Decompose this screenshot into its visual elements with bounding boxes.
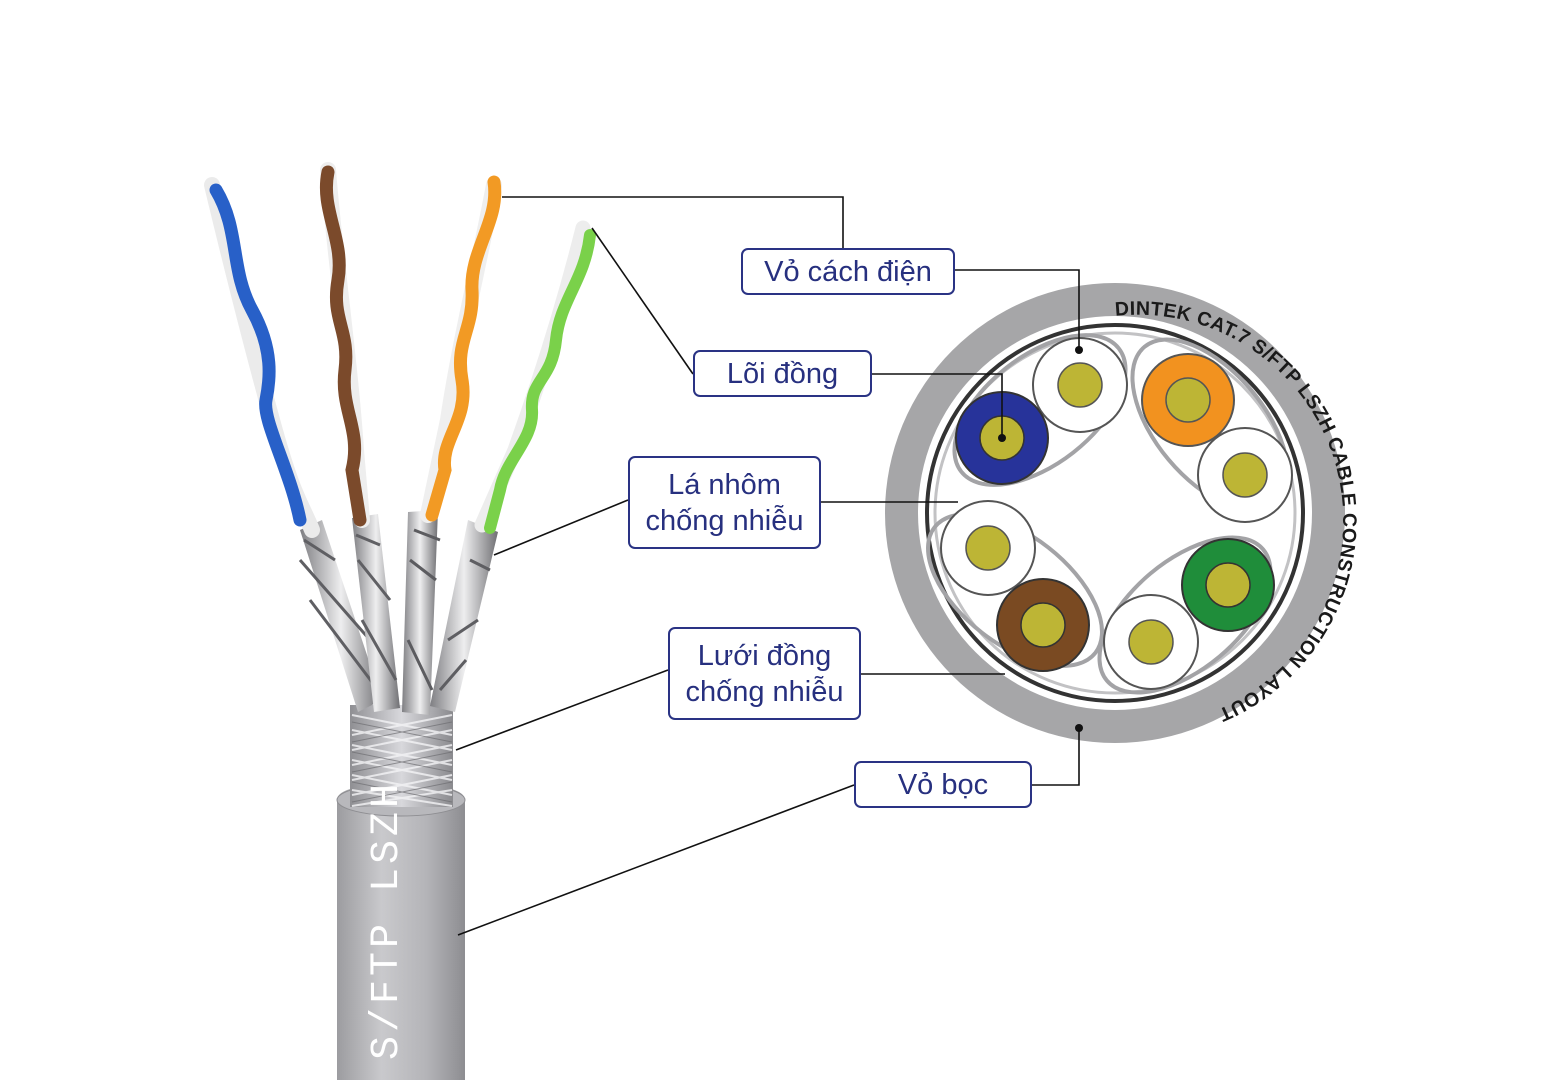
pair-blue [204,177,320,538]
outer-jacket [337,783,465,1080]
cable-cross-section: DINTEK CAT.7 S/FTP LSZH CABLE CONSTRUCTI… [885,283,1360,743]
conductor-orange [1141,353,1235,447]
label-foil-shield-line2: chống nhiễu [645,504,804,537]
label-braid-shield-line1: Lưới đồng [697,639,832,672]
pair-foil-green [1097,535,1273,695]
label-jacket: Vỏ bọc [854,761,1032,808]
foil-pair-blue [300,520,382,712]
label-braid-shield: Lưới đồng chống nhiễu [668,627,861,720]
label-copper-core-text: Lõi đồng [726,357,839,390]
label-foil-shield-line1: Lá nhôm [668,468,781,501]
label-braid-shield-line2: chống nhiễu [685,675,844,708]
pair-brown [320,162,370,528]
leader-lines [455,196,1080,936]
pair-foil-blue [952,333,1128,487]
foil-pair-green [430,520,498,712]
leader-dots [998,346,1083,732]
label-foil-shield: Lá nhôm chống nhiễu [628,456,821,549]
foil-pair-orange [402,510,438,715]
pair-orange [420,175,502,523]
jacket-print: S/FTP LSZH [365,780,410,1060]
conductor-white-2 [1197,427,1293,523]
conductor-white-3 [940,500,1036,596]
label-copper-core: Lõi đồng [693,350,872,397]
pair-green [474,220,596,534]
conductor-white-4 [1103,594,1199,690]
foil-pair-brown [352,514,400,712]
conductor-white-1 [1032,337,1128,433]
conductor-brown [996,578,1090,672]
pair-foil-brown [926,512,1104,668]
label-insulation-text: Vỏ cách điện [764,255,932,288]
conductor-green [1181,538,1275,632]
label-insulation: Vỏ cách điện [741,248,955,295]
label-jacket-text: Vỏ bọc [897,768,989,801]
cable-illustration: S/FTP LSZH [204,162,596,1080]
